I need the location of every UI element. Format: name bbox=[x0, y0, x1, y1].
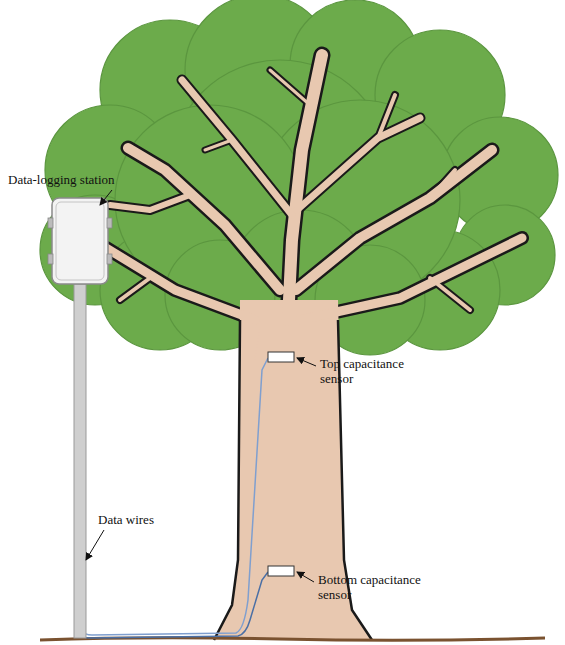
data-logging-box bbox=[48, 198, 112, 284]
branch-outlines bbox=[80, 55, 522, 320]
station-label: Data-logging station bbox=[8, 172, 115, 187]
wire-label: Data wires bbox=[98, 512, 154, 527]
sensor-label: Bottom capacitance sensor bbox=[318, 572, 436, 602]
data-wires bbox=[78, 290, 268, 638]
branch-fills bbox=[80, 55, 522, 360]
top-sensor bbox=[268, 352, 294, 362]
bottom-sensor bbox=[268, 566, 294, 576]
leader-arrows bbox=[86, 190, 316, 582]
sensor-label: Top capacitance sensor bbox=[320, 356, 420, 386]
station-pole bbox=[74, 284, 86, 638]
